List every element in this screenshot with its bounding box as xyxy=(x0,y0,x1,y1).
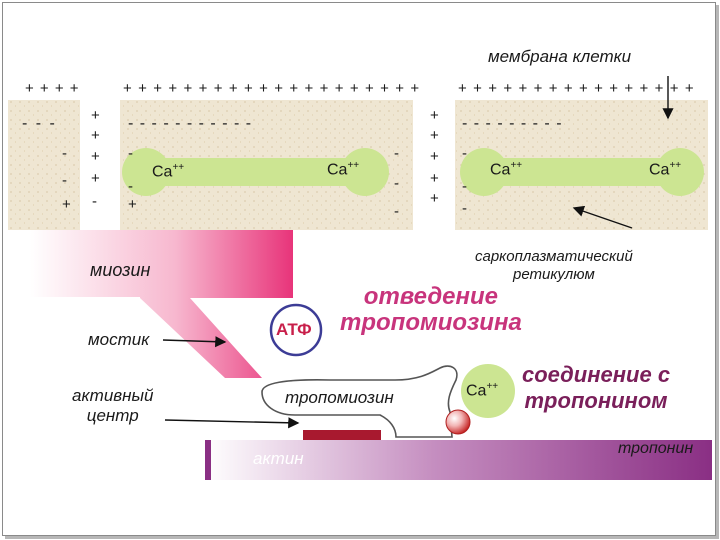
charges-row2-right: - - - - - - - - - xyxy=(462,115,563,132)
troponin-ball xyxy=(445,409,471,435)
charge-sr2-minus-2: - xyxy=(462,178,467,195)
ca-label-sr1-right: Ca++ xyxy=(327,160,359,179)
charge-gap2-plus-4: + xyxy=(430,170,439,187)
diversion-line1: отведение xyxy=(363,283,499,310)
ca-text: Ca xyxy=(327,161,348,179)
charge-gap1-plus-2: + xyxy=(91,127,100,144)
ca-charge: ++ xyxy=(486,381,499,392)
actin-filament xyxy=(205,440,712,480)
sr-label: саркоплазматический ретикулюм xyxy=(475,248,633,284)
ca-charge: ++ xyxy=(669,160,682,171)
charge-sr1-right-minus-2: - xyxy=(394,175,399,192)
ca-charge: ++ xyxy=(347,160,360,171)
charge-gap2-plus-2: + xyxy=(430,127,439,144)
actin-left-edge xyxy=(205,440,211,480)
charge-gap2-plus-5: + xyxy=(430,190,439,207)
charge-left-minus-1: - xyxy=(62,145,67,162)
ca-charge: ++ xyxy=(172,162,185,173)
sr-label-line2: ретикулюм xyxy=(513,266,595,283)
ca-text: Ca xyxy=(152,163,173,181)
t-tubule-gap-right xyxy=(413,98,455,232)
actin-label: актин xyxy=(253,449,304,468)
tropomyosin-diversion-label: отведение тропомиозина xyxy=(340,284,522,336)
charge-gap1-plus-4: + xyxy=(91,170,100,187)
active-center-line1: активный xyxy=(72,386,154,405)
charge-sr1-right-minus-3: - xyxy=(394,203,399,220)
charges-top-group-1: + + + + xyxy=(25,80,80,97)
t-tubule-gap-left xyxy=(80,98,120,232)
ca-label-sr2-right: Ca++ xyxy=(649,160,681,179)
charge-sr2-minus-1: - xyxy=(462,145,467,162)
ca-label-sr2-left: Ca++ xyxy=(490,160,522,179)
charges-row2-left: - - - xyxy=(22,115,57,132)
free-calcium-circle xyxy=(461,364,515,418)
charge-sr1-right-minus-1: - xyxy=(394,145,399,162)
ca-charge: ++ xyxy=(510,160,523,171)
charge-sr2-minus-3: - xyxy=(462,200,467,217)
myosin-filament xyxy=(30,230,293,378)
membrane-label: мембрана клетки xyxy=(488,47,632,66)
charge-gap2-plus-1: + xyxy=(430,107,439,124)
charge-sr1-plus-1: + xyxy=(128,196,137,213)
charge-gap1-minus-1: - xyxy=(92,193,97,210)
ca-label-sr1-left: Ca++ xyxy=(152,162,184,181)
atp-circle xyxy=(269,303,323,357)
myosin-label: миозин xyxy=(90,260,151,280)
bridge-label: мостик xyxy=(88,330,150,349)
binding-line2: тропонином xyxy=(524,388,668,413)
bridge-arrow xyxy=(162,336,227,348)
troponin-label: тропонин xyxy=(618,440,694,457)
troponin-binding-label: соединение с тропонином xyxy=(522,362,670,414)
charges-top-group-2: + + + + + + + + + + + + + + + + + + + + xyxy=(123,80,421,97)
charge-left-plus-1: + xyxy=(62,196,71,213)
ca-text: Ca xyxy=(490,161,511,179)
ca-text: Ca xyxy=(649,161,670,179)
active-center-line2: центр xyxy=(86,406,139,425)
ca-text: Ca xyxy=(466,382,487,400)
charge-sr1-minus-2: - xyxy=(128,178,133,195)
free-calcium-label: Ca++ xyxy=(466,381,498,400)
charge-sr1-minus-1: - xyxy=(128,145,133,162)
sr-label-line1: саркоплазматический xyxy=(475,248,633,265)
charge-gap1-plus-1: + xyxy=(91,107,100,124)
active-center-label: активный центр xyxy=(72,386,153,426)
charge-gap1-plus-3: + xyxy=(91,148,100,165)
charge-left-minus-2: - xyxy=(62,172,67,189)
tropomyosin-label: тропомиозин xyxy=(285,388,394,407)
charge-gap2-plus-3: + xyxy=(430,148,439,165)
binding-line1: соединение с xyxy=(522,362,671,387)
sr-tubule-right xyxy=(460,148,704,196)
charges-row2-mid: - - - - - - - - - - - xyxy=(128,115,253,132)
sr-tubule-left xyxy=(122,148,389,196)
sr-arrow xyxy=(572,205,633,229)
charges-top-group-3: + + + + + + + + + + + + + + + + xyxy=(458,80,695,97)
atp-label: АТФ xyxy=(276,320,312,339)
diversion-line2: тропомиозина xyxy=(340,309,522,336)
active-center-arrow xyxy=(164,417,300,429)
tropomyosin-strand xyxy=(261,365,458,438)
